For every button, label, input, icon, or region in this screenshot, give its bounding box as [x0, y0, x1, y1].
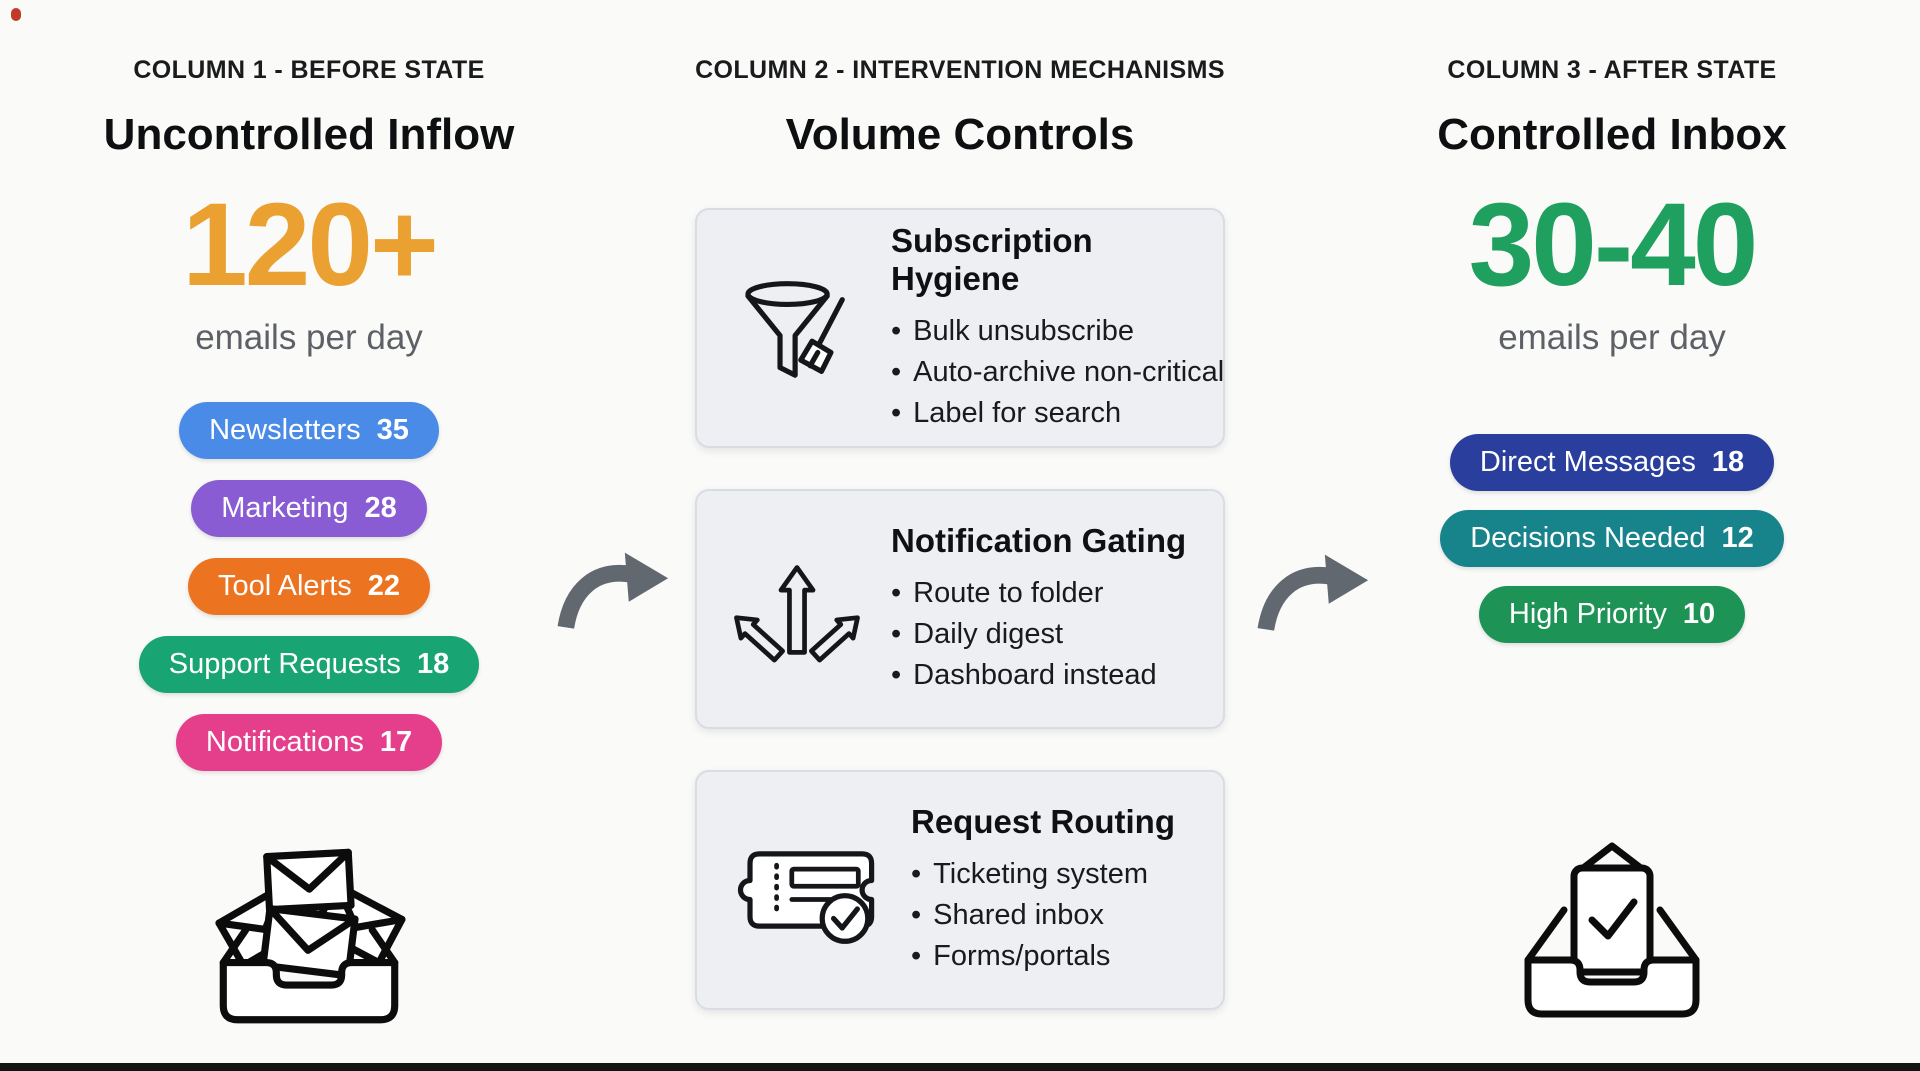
category-pill: Decisions Needed 12 [1440, 510, 1784, 567]
ticket-check-icon [731, 827, 883, 953]
intervention-card: Subscription Hygiene Bulk unsubscribe Au… [695, 208, 1225, 448]
pill-count: 17 [379, 726, 413, 758]
card-bullet: Auto-archive non-critical [891, 352, 1224, 393]
intervention-card: Notification Gating Route to folder Dail… [695, 489, 1225, 729]
column-title: Controlled Inbox [1437, 110, 1787, 159]
card-bullet: Forms/portals [911, 936, 1197, 977]
pill-count: 28 [364, 492, 397, 524]
flow-arrow-icon [556, 540, 674, 640]
metric-label: emails per day [1498, 318, 1726, 357]
branching-arrows-icon [731, 543, 863, 675]
after-pills: Direct Messages 18 Decisions Needed 12 Hig… [1322, 434, 1902, 643]
pill-count: 10 [1682, 598, 1716, 630]
pill-count: 22 [367, 570, 401, 602]
pill-count: 18 [1711, 446, 1745, 478]
category-pill: Support Requests 18 [138, 636, 480, 693]
category-pill: Direct Messages 18 [1449, 434, 1775, 491]
flow-arrow-icon [1256, 542, 1374, 642]
funnel-broom-icon [731, 262, 863, 394]
intervention-card: Request Routing Ticketing system Shared … [695, 770, 1225, 1010]
pill-count: 18 [416, 648, 450, 680]
column-eyebrow: COLUMN 3 - AFTER STATE [1447, 56, 1777, 84]
card-bullet: Ticketing system [911, 854, 1197, 895]
category-pill: Tool Alerts 22 [187, 558, 431, 615]
metric-value: 120+ [182, 179, 439, 311]
card-bullet: Daily digest [891, 614, 1197, 655]
card-title: Subscription Hygiene [891, 222, 1093, 297]
pill-label: Notifications [205, 726, 364, 758]
pill-label: Marketing [221, 492, 349, 524]
card-title: Notification Gating [891, 522, 1187, 559]
pill-label: Direct Messages [1479, 446, 1696, 478]
category-pill: Marketing 28 [191, 480, 427, 537]
card-bullet: Route to folder [891, 573, 1197, 614]
bottom-bar [0, 1063, 1920, 1071]
card-bullet: Dashboard instead [891, 655, 1197, 696]
column-eyebrow: COLUMN 1 - BEFORE STATE [133, 56, 485, 84]
inbox-check-icon [1322, 828, 1902, 1024]
pill-label: Newsletters [209, 414, 361, 446]
overflowing-inbox-icon [0, 832, 618, 1032]
category-pill: Newsletters 35 [179, 402, 439, 459]
pill-label: Tool Alerts [217, 570, 352, 602]
pill-count: 12 [1721, 522, 1754, 554]
card-bullet: Shared inbox [911, 895, 1197, 936]
card-bullet: Label for search [891, 393, 1224, 434]
pill-count: 35 [376, 414, 409, 446]
card-title: Request Routing [911, 803, 1175, 840]
metric-value: 30-40 [1468, 179, 1759, 311]
red-marker [11, 8, 21, 21]
pill-label: High Priority [1508, 598, 1667, 630]
category-pill: Notifications 17 [175, 714, 443, 771]
pill-label: Support Requests [168, 648, 401, 680]
card-bullet: Bulk unsubscribe [891, 311, 1224, 352]
intervention-cards: Subscription Hygiene Bulk unsubscribe Au… [695, 208, 1225, 1010]
column-eyebrow: COLUMN 2 - INTERVENTION MECHANISMS [695, 56, 1225, 84]
pill-label: Decisions Needed [1470, 522, 1706, 554]
category-pill: High Priority 10 [1478, 586, 1746, 643]
column-title: Volume Controls [785, 110, 1135, 159]
column-title: Uncontrolled Inflow [103, 110, 515, 159]
metric-label: emails per day [195, 318, 423, 357]
